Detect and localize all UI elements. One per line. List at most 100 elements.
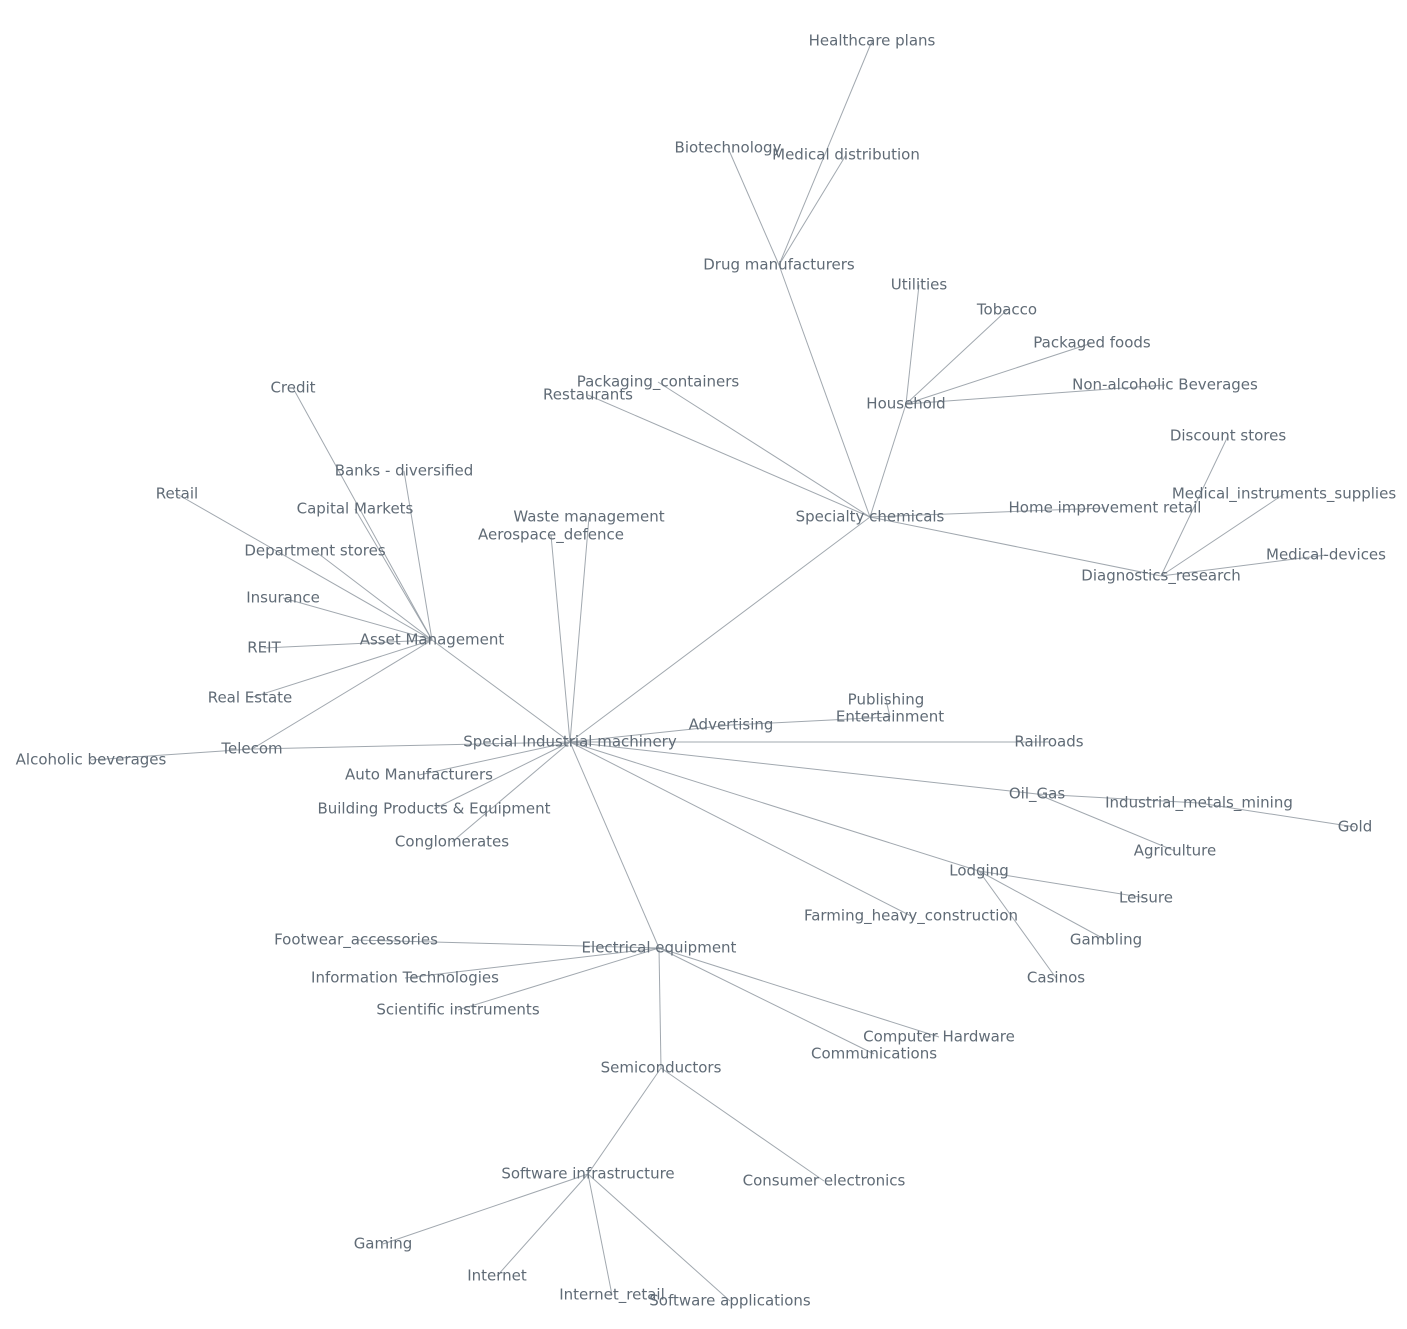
graph-edge-gambling--lodging [978, 870, 1107, 941]
graph-edge-industrial_metals_mining--oil_gas [1036, 793, 1200, 804]
graph-edge-semiconductors--electrical_equipment [658, 947, 662, 1069]
graph-edge-retail--asset_management [176, 493, 433, 641]
node-label-entertainment: Entertainment [836, 708, 944, 726]
graph-edge-insurance--asset_management [282, 597, 433, 641]
graph-edge-oil_gas--special_industrial_machinery [569, 741, 1038, 795]
node-label-credit: Credit [270, 379, 315, 397]
graph-edge-drug_manufacturers--specialty_chemicals [778, 264, 871, 518]
node-label-household: Household [866, 395, 945, 413]
node-label-casinos: Casinos [1027, 969, 1085, 987]
graph-edge-casinos--lodging [978, 870, 1057, 979]
node-label-auto_manufacturers: Auto Manufacturers [345, 766, 493, 784]
node-label-footwear_accessories: Footwear_accessories [274, 931, 438, 950]
node-label-agriculture: Agriculture [1134, 842, 1217, 860]
graph-edge-packaged_foods--household [905, 342, 1093, 405]
node-label-banks_diversified: Banks - diversified [335, 462, 474, 480]
graph-edge-diagnostics_research--specialty_chemicals [869, 516, 1162, 577]
graph-edge-non_alcoholic_beverages--household [905, 384, 1166, 405]
node-label-leisure: Leisure [1119, 889, 1173, 907]
graph-edge-leisure--lodging [978, 870, 1147, 899]
graph-edge-utilities--household [905, 284, 920, 405]
node-label-packaged_foods: Packaged foods [1033, 334, 1151, 352]
graph-edge-auto_manufacturers--special_industrial_machinery [418, 741, 571, 776]
node-label-communications: Communications [811, 1045, 937, 1063]
node-label-electrical_equipment: Electrical equipment [582, 939, 737, 957]
edge-layer [90, 40, 1356, 1302]
graph-edge-internet--software_infrastructure [496, 1173, 589, 1277]
node-label-computer_hardware: Computer Hardware [863, 1028, 1015, 1046]
node-label-gold: Gold [1338, 818, 1373, 836]
node-label-biotechnology: Biotechnology [675, 139, 782, 157]
graph-edge-publishing--entertainment [885, 699, 891, 718]
node-label-publishing: Publishing [848, 691, 925, 709]
graph-edge-banks_diversified--asset_management [403, 470, 433, 641]
graph-edge-medical_distribution--drug_manufacturers [778, 154, 847, 266]
node-label-medical_devices: Medical-devices [1266, 546, 1386, 564]
graph-edge-aerospace_defence--special_industrial_machinery [550, 534, 571, 743]
graph-edge-advertising--special_industrial_machinery [569, 724, 732, 743]
node-label-information_technologies: Information Technologies [311, 969, 499, 987]
graph-edge-reit--asset_management [263, 639, 433, 649]
node-label-internet_retail: Internet_retail [559, 1286, 665, 1305]
node-label-alcoholic_beverages: Alcoholic beverages [16, 751, 167, 769]
graph-edge-gold--industrial_metals_mining [1198, 802, 1356, 828]
node-label-advertising: Advertising [689, 716, 774, 734]
graph-edge-packaging_containers--specialty_chemicals [657, 381, 871, 518]
graph-edge-alcoholic_beverages--telecom [90, 748, 253, 761]
node-label-software_applications: Software applications [649, 1292, 811, 1310]
graph-edge-household--specialty_chemicals [869, 403, 907, 518]
graph-edge-communications--electrical_equipment [658, 947, 875, 1055]
node-label-department_stores: Department stores [244, 542, 385, 560]
node-label-gambling: Gambling [1070, 931, 1142, 949]
node-label-farming_heavy_construction: Farming_heavy_construction [804, 907, 1018, 926]
graph-edge-real_estate--asset_management [249, 639, 433, 699]
node-label-healthcare_plans: Healthcare plans [809, 32, 936, 50]
node-label-waste_management: Waste management [513, 508, 664, 526]
node-label-special_industrial_machinery: Special Industrial machinery [463, 733, 677, 751]
graph-edge-lodging--special_industrial_machinery [569, 741, 980, 872]
graph-edge-farming_heavy_construction--special_industrial_machinery [569, 741, 912, 917]
node-label-reit: REIT [247, 639, 281, 657]
node-label-diagnostics_research: Diagnostics_research [1081, 567, 1240, 586]
node-label-insurance: Insurance [246, 589, 320, 607]
node-label-home_improvement_retail: Home improvement retail [1009, 499, 1202, 517]
graph-edge-internet_retail--software_infrastructure [587, 1173, 613, 1296]
graph-edge-restaurants--specialty_chemicals [587, 394, 871, 518]
graph-edge-building_products_equipment--special_industrial_machinery [433, 741, 571, 810]
graph-edge-home_improvement_retail--specialty_chemicals [869, 507, 1106, 518]
graph-edge-electrical_equipment--special_industrial_machinery [569, 741, 660, 949]
node-label-drug_manufacturers: Drug manufacturers [703, 256, 855, 274]
node-label-software_infrastructure: Software infrastructure [501, 1165, 674, 1183]
graph-edge-software_applications--software_infrastructure [587, 1173, 731, 1302]
graph-edge-medical_devices--diagnostics_research [1160, 554, 1327, 577]
node-label-gaming: Gaming [354, 1235, 413, 1253]
node-label-building_products_equipment: Building Products & Equipment [317, 800, 550, 818]
node-label-consumer_electronics: Consumer electronics [743, 1172, 906, 1190]
node-label-asset_management: Asset Management [360, 631, 505, 649]
graph-edge-telecom--special_industrial_machinery [251, 741, 571, 750]
node-label-semiconductors: Semiconductors [601, 1059, 722, 1077]
node-label-internet: Internet [467, 1267, 527, 1285]
graph-edge-asset_management--special_industrial_machinery [431, 639, 571, 743]
graph-edge-discount_stores--diagnostics_research [1160, 435, 1229, 577]
graph-edge-scientific_instruments--electrical_equipment [457, 947, 660, 1011]
node-label-discount_stores: Discount stores [1170, 427, 1287, 445]
node-label-medical_instruments_supplies: Medical_instruments_supplies [1172, 485, 1396, 504]
graph-edge-tobacco--household [905, 309, 1008, 405]
graph-edge-computer_hardware--electrical_equipment [658, 947, 940, 1038]
graph-edge-software_infrastructure--semiconductors [587, 1067, 662, 1175]
node-label-tobacco: Tobacco [976, 301, 1037, 319]
graph-edge-conglomerates--special_industrial_machinery [451, 741, 571, 843]
graph-edge-consumer_electronics--semiconductors [660, 1067, 825, 1182]
node-label-utilities: Utilities [891, 276, 948, 294]
graph-edge-footwear_accessories--electrical_equipment [355, 939, 660, 949]
graph-edge-information_technologies--electrical_equipment [404, 947, 660, 979]
graph-edge-telecom--asset_management [251, 639, 433, 750]
node-label-non_alcoholic_beverages: Non-alcoholic Beverages [1072, 376, 1258, 394]
graph-edge-gaming--software_infrastructure [382, 1173, 589, 1245]
node-label-scientific_instruments: Scientific instruments [376, 1001, 539, 1019]
node-label-aerospace_defence: Aerospace_defence [478, 526, 624, 545]
graph-edge-advertising--entertainment [730, 716, 891, 726]
